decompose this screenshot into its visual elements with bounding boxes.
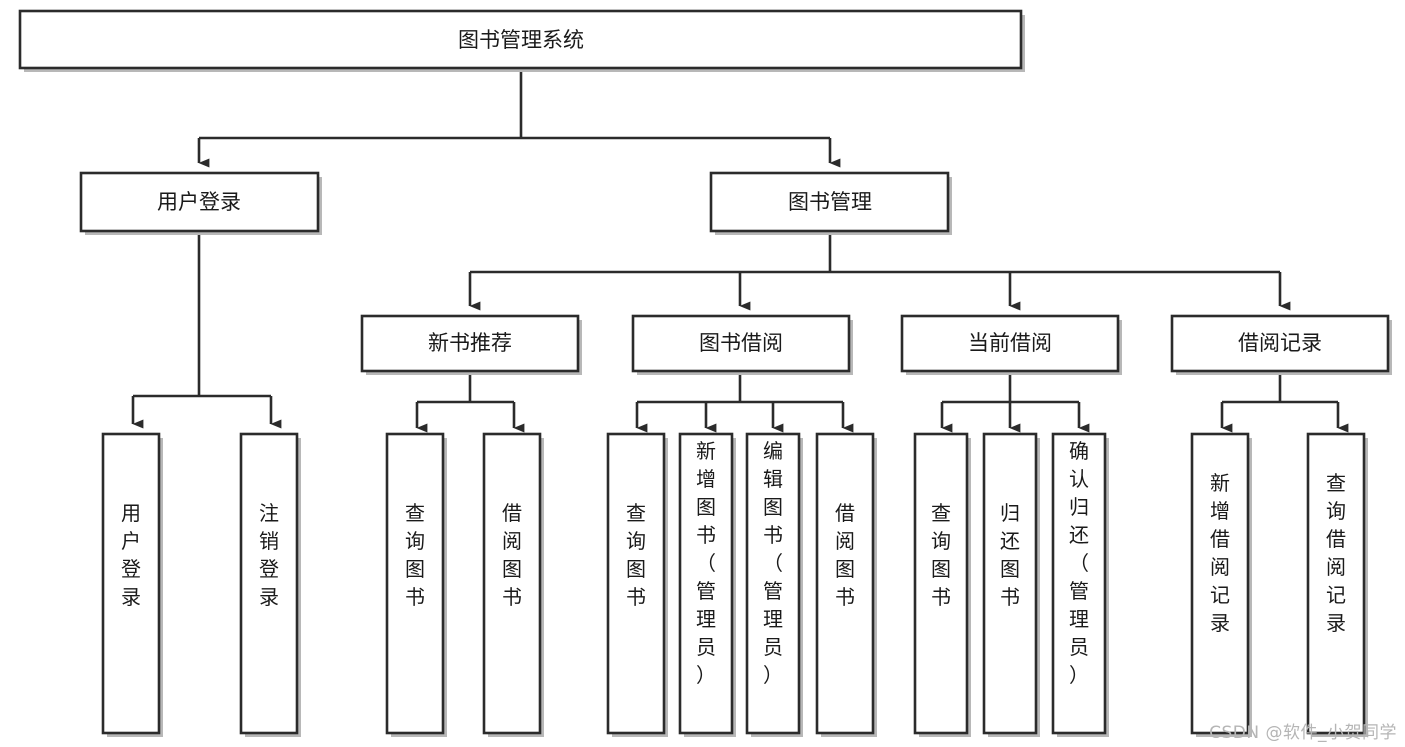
node-root[interactable]: 图书管理系统 <box>18 9 1025 72</box>
leaf-borrow-book-borrow[interactable]: 借阅图书 <box>815 432 877 737</box>
leaf-label: 注销登录 <box>259 501 279 609</box>
edges-layer <box>131 68 1349 433</box>
leaf-rect <box>101 432 161 735</box>
leaf-edit-book-admin[interactable]: 编辑图书（管理员） <box>745 432 803 737</box>
leaf-label: 查询图书 <box>405 501 425 609</box>
leaf-rect <box>482 432 542 735</box>
book-borrow-label: 图书借阅 <box>699 331 783 355</box>
leaf-label: 新增图书（管理员） <box>696 439 716 687</box>
leaf-query-book-newbook[interactable]: 查询图书 <box>385 432 447 737</box>
leaf-label: 用户登录 <box>121 501 141 609</box>
root-rect <box>18 9 1023 70</box>
book-manage-rect <box>709 171 950 233</box>
user-login-rect <box>79 171 320 233</box>
book-borrow-rect <box>631 314 851 373</box>
new-book-rect <box>360 314 580 373</box>
leaf-borrow-book-newbook[interactable]: 借阅图书 <box>482 432 544 737</box>
leaf-query-book-current[interactable]: 查询图书 <box>913 432 971 737</box>
current-borrow-label: 当前借阅 <box>968 331 1052 355</box>
borrow-record-rect <box>1170 314 1390 373</box>
leaf-confirm-return-admin[interactable]: 确认归还（管理员） <box>1051 432 1109 737</box>
leaf-label: 查询图书 <box>931 501 951 609</box>
node-new-book-recommend[interactable]: 新书推荐 <box>360 314 582 375</box>
leaf-rect <box>1051 432 1107 735</box>
current-borrow-rect <box>900 314 1120 373</box>
leaf-label: 查询图书 <box>626 501 646 609</box>
leaf-label: 借阅图书 <box>835 501 855 609</box>
node-book-manage[interactable]: 图书管理 <box>709 171 952 235</box>
node-current-borrow[interactable]: 当前借阅 <box>900 314 1122 375</box>
leaf-label: 归还图书 <box>1000 501 1020 609</box>
node-user-login[interactable]: 用户登录 <box>79 171 322 235</box>
leaf-logout-login[interactable]: 注销登录 <box>239 432 301 737</box>
leaf-label: 借阅图书 <box>502 501 522 609</box>
leaf-add-borrow-record[interactable]: 新增借阅记录 <box>1190 432 1252 737</box>
leaf-query-borrow-record[interactable]: 查询借阅记录 <box>1306 432 1368 737</box>
leaf-rect <box>1306 432 1366 735</box>
leaf-return-book[interactable]: 归还图书 <box>982 432 1040 737</box>
book-manage-label: 图书管理 <box>788 190 872 214</box>
leaf-rect <box>913 432 969 735</box>
leaf-rect <box>678 432 734 735</box>
leaf-rect <box>982 432 1038 735</box>
leaf-rect <box>239 432 299 735</box>
root-label: 图书管理系统 <box>458 28 584 52</box>
leaf-rect <box>606 432 666 735</box>
leaf-rect <box>385 432 445 735</box>
leaf-user-login[interactable]: 用户登录 <box>101 432 163 737</box>
leaf-rect <box>815 432 875 735</box>
leaf-rect <box>745 432 801 735</box>
node-borrow-record[interactable]: 借阅记录 <box>1170 314 1392 375</box>
leaf-query-book-borrow[interactable]: 查询图书 <box>606 432 668 737</box>
leaf-label: 查询借阅记录 <box>1326 471 1346 635</box>
leaf-label: 编辑图书（管理员） <box>763 439 783 687</box>
leaf-label: 新增借阅记录 <box>1210 471 1230 635</box>
leaf-label: 确认归还（管理员） <box>1069 439 1089 687</box>
new-book-label: 新书推荐 <box>428 331 512 355</box>
node-book-borrow[interactable]: 图书借阅 <box>631 314 853 375</box>
user-login-label: 用户登录 <box>157 190 241 214</box>
borrow-record-label: 借阅记录 <box>1238 331 1322 355</box>
leaf-rect <box>1190 432 1250 735</box>
leaf-add-book-admin[interactable]: 新增图书（管理员） <box>678 432 736 737</box>
